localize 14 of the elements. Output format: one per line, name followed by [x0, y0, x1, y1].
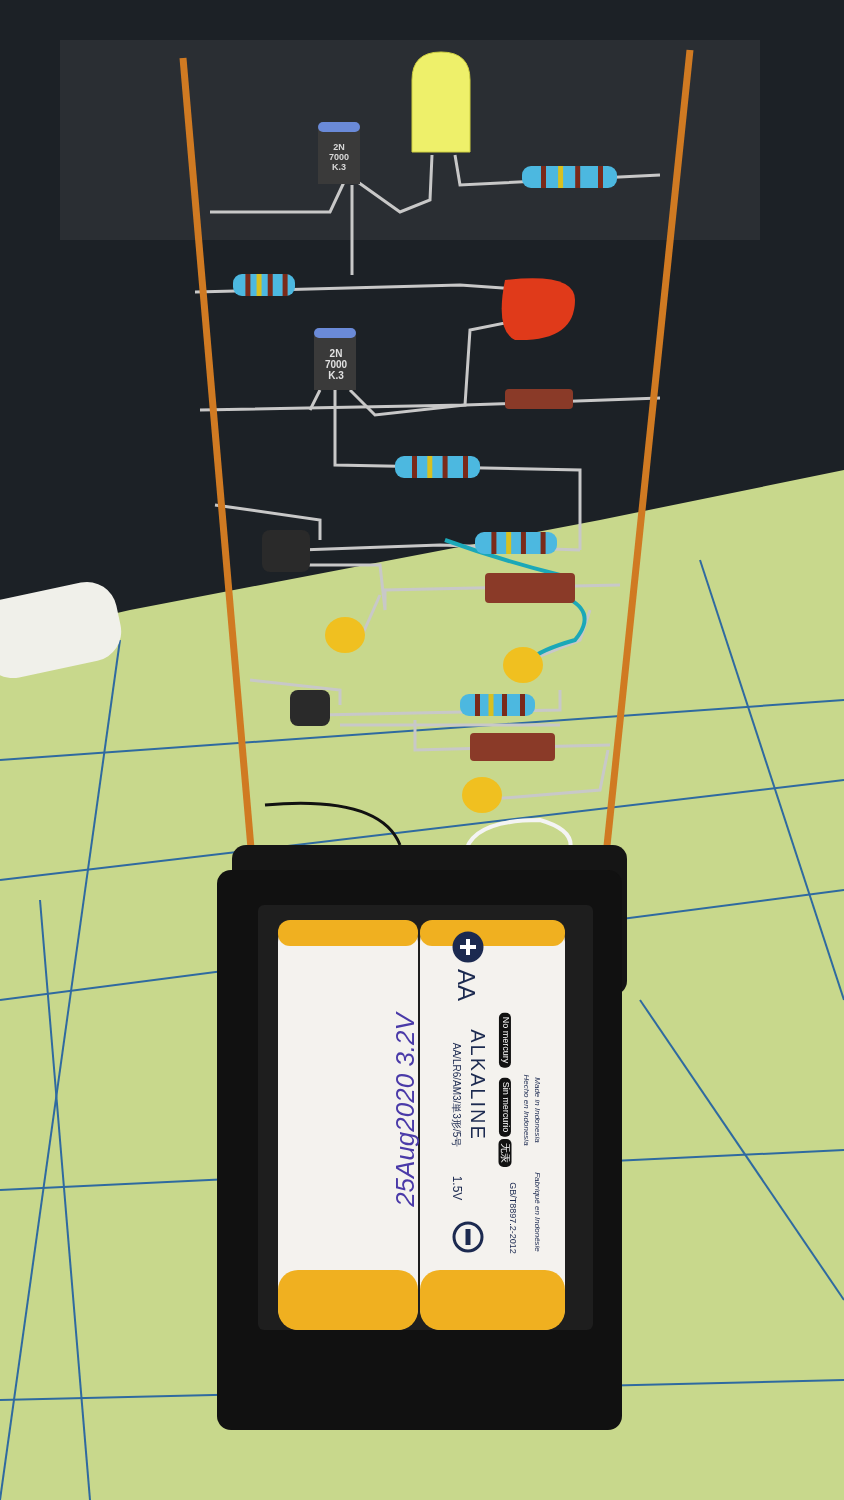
origin-text: Made in Indonesia — [532, 1077, 542, 1143]
voltage-text: 1.5V — [449, 1175, 463, 1201]
standard-text: GB/T8897.2-2012 — [507, 1182, 517, 1254]
battery-spec-text: AA/LR6/AM3/単3形/5号 — [450, 1042, 462, 1148]
component-marking: 2N 7000 K.3 — [323, 347, 349, 381]
origin-text: Fabriqué en Indonésie — [532, 1172, 542, 1252]
battery-badge: Sin mercurio — [499, 1077, 511, 1137]
origin-text: Hecho en Indonesia — [521, 1074, 531, 1146]
battery-badge: No mercury — [499, 1012, 511, 1068]
battery-type-text: ALKALINE — [467, 1029, 489, 1141]
battery-size-text: AA — [452, 969, 480, 1001]
component-marking: 2N 7000 K.3 — [328, 143, 350, 173]
battery-badge: 无汞 — [498, 1139, 512, 1167]
handwritten-note: 25Aug2020 3.2V — [390, 1013, 420, 1207]
